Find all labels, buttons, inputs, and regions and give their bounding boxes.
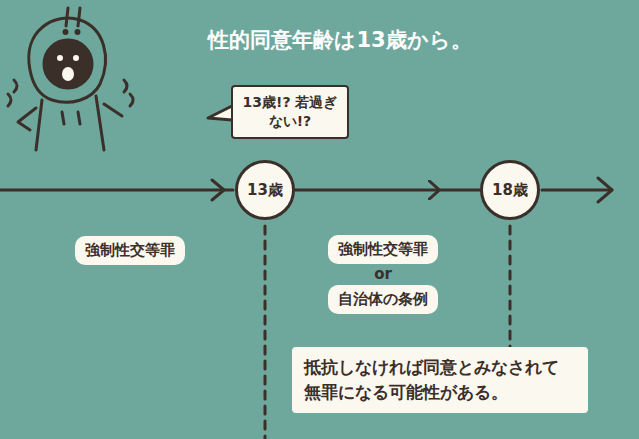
law-box: 強制性交等罪: [75, 236, 185, 265]
speech-bubble: 13歳!? 若過ぎない!?: [231, 85, 349, 139]
node-text: 18歳: [492, 181, 528, 200]
node-text: 13歳: [247, 181, 283, 200]
dashed-line: [509, 226, 512, 348]
dashed-line: [264, 226, 267, 439]
timeline-connector: [295, 189, 480, 192]
timeline: [542, 189, 612, 192]
shocked-person: [8, 8, 133, 150]
node-text: 抵抗しなければ同意とみなされて 無罪になる可能性がある。: [304, 355, 576, 404]
law-box: 自治体の条例: [328, 285, 438, 314]
age-circle: 18歳: [480, 160, 540, 220]
node-text: 13歳!? 若過ぎない!?: [241, 93, 339, 131]
node-text: 強制性交等罪: [338, 240, 428, 259]
age-circle: 13歳: [235, 160, 295, 220]
timeline-arrowhead: [598, 178, 612, 202]
timeline: [0, 189, 233, 192]
bubble-tail: [208, 106, 232, 120]
title: 性的同意年齢は13歳から。: [208, 26, 471, 54]
note-box: 抵抗しなければ同意とみなされて 無罪になる可能性がある。: [292, 347, 588, 412]
node-text: 強制性交等罪: [85, 241, 175, 260]
label: or: [374, 265, 392, 283]
law-box: 強制性交等罪: [328, 235, 438, 264]
node-text: 自治体の条例: [338, 290, 428, 309]
timeline-chevron: [212, 180, 224, 200]
